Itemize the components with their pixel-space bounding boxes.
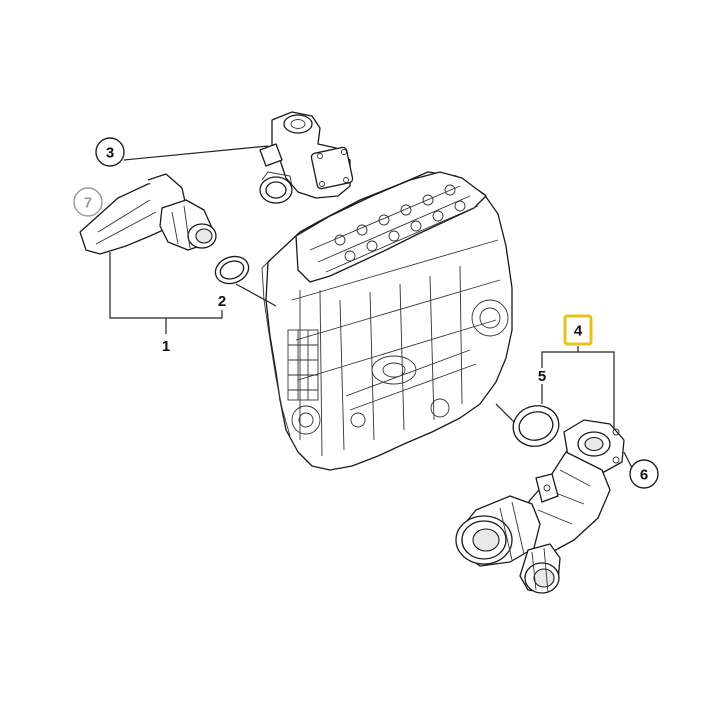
callout-2: 2 bbox=[218, 293, 226, 310]
callout-6: 6 bbox=[629, 459, 659, 489]
callout-4: 4 bbox=[563, 314, 593, 346]
callout-label-3: 3 bbox=[106, 145, 114, 162]
o-ring-lower bbox=[512, 405, 560, 447]
callout-label-7: 7 bbox=[84, 195, 92, 212]
callout-5: 5 bbox=[538, 368, 546, 385]
callout-7: 7 bbox=[73, 187, 103, 217]
thermostat-housing bbox=[259, 111, 354, 204]
callout-3: 3 bbox=[95, 137, 125, 167]
lower-coolant-pipe bbox=[455, 419, 625, 594]
callout-label-5: 5 bbox=[538, 368, 546, 385]
o-ring-upper bbox=[214, 255, 250, 285]
callout-label-1: 1 bbox=[162, 338, 170, 355]
engine-block bbox=[261, 171, 513, 471]
callout-1: 1 bbox=[162, 338, 170, 355]
callout-label-4: 4 bbox=[574, 323, 583, 340]
callout-4-highlight-box bbox=[563, 314, 593, 346]
leader-lines bbox=[109, 145, 633, 469]
callout-label-6: 6 bbox=[640, 467, 648, 484]
callout-label-2: 2 bbox=[218, 293, 226, 310]
left-coolant-hose bbox=[79, 173, 217, 255]
